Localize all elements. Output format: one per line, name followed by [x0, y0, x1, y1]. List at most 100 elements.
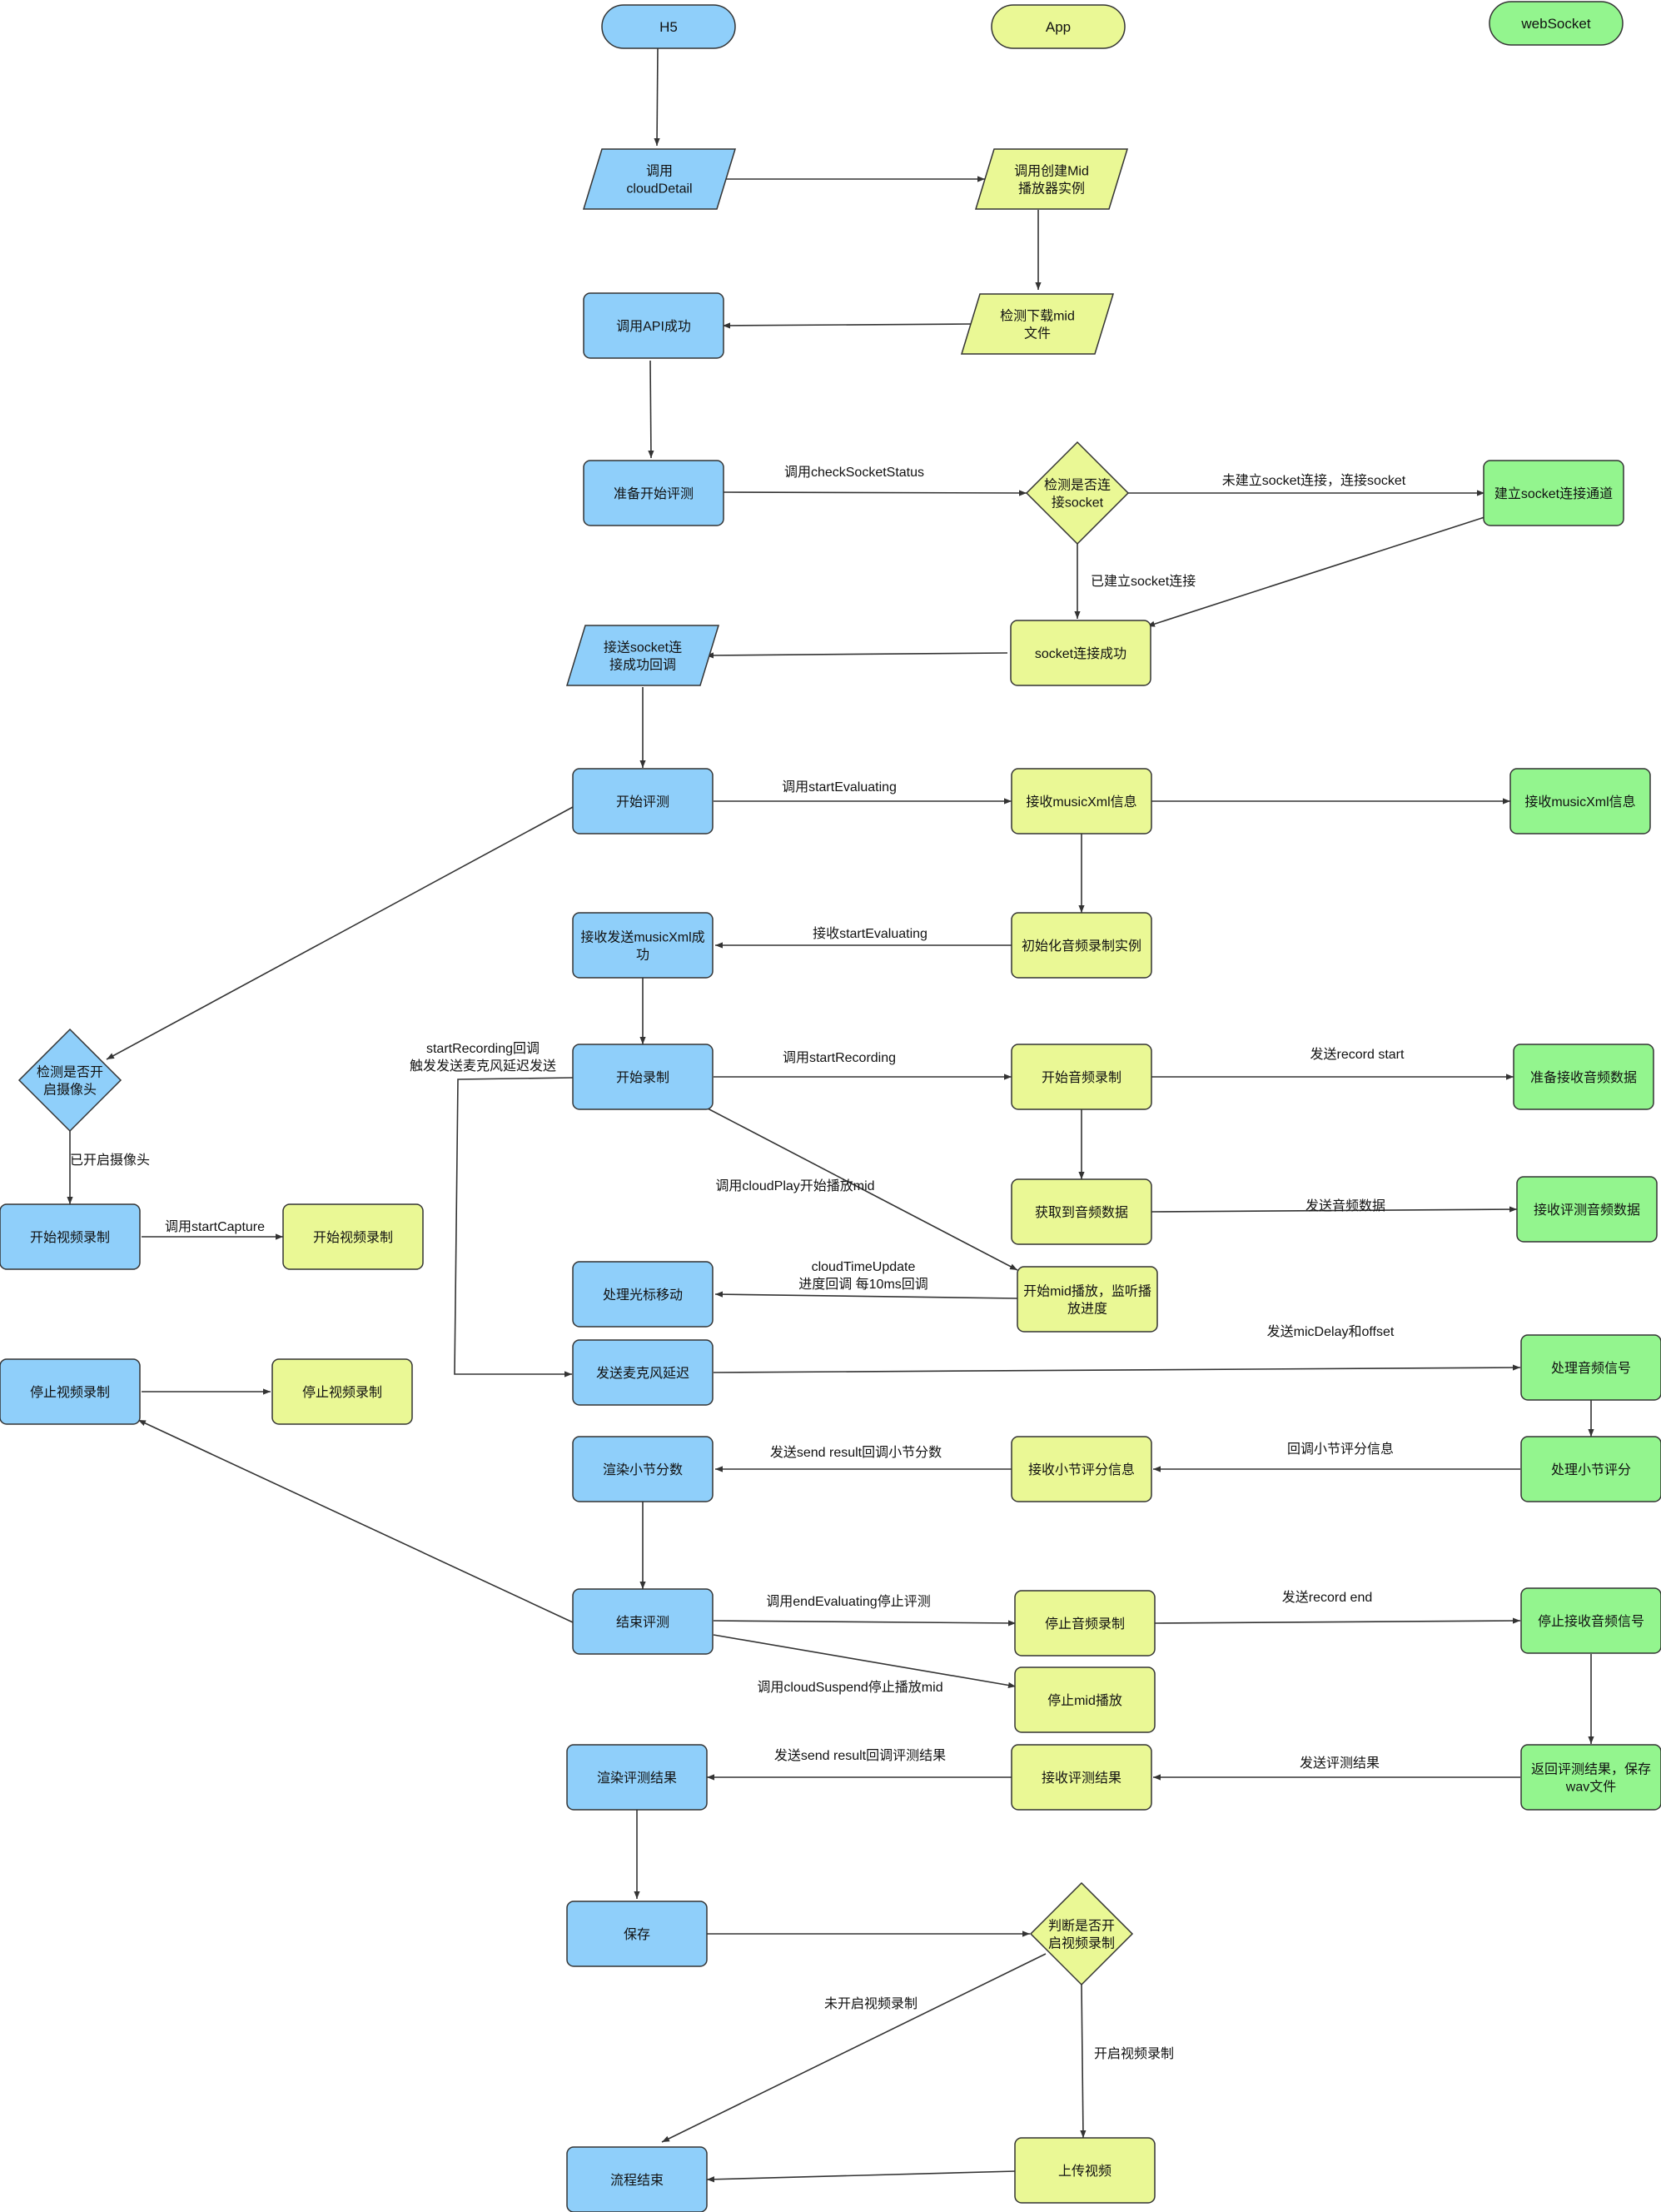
connector-lines: [67, 47, 1594, 2183]
node-label: 渲染小节分数: [603, 1462, 683, 1477]
node-send-mic-delay: 发送麦克风延迟: [572, 1339, 714, 1406]
node-label: 停止接收音频信号: [1538, 1614, 1644, 1629]
process-box: [1509, 768, 1651, 834]
lane-header-h5: H5: [601, 4, 736, 49]
node-label: 处理音频信号: [1551, 1361, 1631, 1376]
node-label: cloudDetail: [626, 182, 692, 197]
node-label: socket连接成功: [1035, 646, 1126, 661]
process-box: [566, 2146, 708, 2212]
node-label: 启视频录制: [1048, 1936, 1115, 1951]
node-label: 处理小节评分: [1551, 1462, 1631, 1477]
edge-label-text: 触发发送麦克风延迟发送: [410, 1059, 556, 1074]
node-label: wav文件: [1565, 1780, 1616, 1795]
edge-label-send-record-end: 发送record end: [1282, 1590, 1373, 1605]
edge-label-call-start-recording: 调用startRecording: [783, 1050, 896, 1065]
node-start-evaluation: 开始评测: [572, 768, 714, 834]
node-call-api-success: 调用API成功: [583, 292, 724, 359]
process-box: [1516, 1176, 1658, 1243]
node-label: 上传视频: [1058, 2164, 1111, 2179]
edge-label-send-mic-delay-offset: 发送micDelay和offset: [1267, 1324, 1395, 1339]
edge-label-text: 发送micDelay和offset: [1267, 1324, 1395, 1339]
io-parallelogram: [974, 148, 1129, 210]
lane-header-websocket: webSocket: [1489, 1, 1624, 46]
process-box: [566, 1744, 708, 1811]
lane-title-app: App: [1046, 19, 1071, 35]
process-box: [583, 292, 724, 359]
node-h5-start-video: 开始视频录制: [0, 1203, 141, 1270]
decision-diamond: [1029, 1881, 1134, 1986]
node-label: 接收评测结果: [1042, 1771, 1121, 1786]
node-label: 调用: [646, 164, 673, 179]
node-label: 放进度: [1067, 1302, 1107, 1317]
decision-diamond: [1025, 441, 1130, 546]
edge-check-video-to-flow-end: [661, 1953, 1047, 2143]
node-label: 文件: [1024, 326, 1051, 341]
node-label: 保存: [624, 1927, 650, 1942]
edge-label-socket-already-built: 已建立socket连接: [1091, 574, 1196, 589]
node-h5-stop-video: 停止视频录制: [0, 1358, 141, 1425]
node-app-stop-video: 停止视频录制: [271, 1358, 413, 1425]
lane-header-app: App: [991, 4, 1126, 49]
edge-labels: 调用checkSocketStatus 未建立socket连接，连接socket 已…: [70, 465, 1406, 2061]
node-app-receive-musicxml: 接收musicXml信息: [1011, 768, 1152, 834]
edge-label-receive-start-evaluating: 接收startEvaluating: [813, 926, 927, 941]
process-box: [1011, 1436, 1152, 1502]
process-box: [1011, 912, 1152, 979]
node-socket-connected: socket连接成功: [1010, 620, 1151, 686]
node-label: 检测是否连: [1044, 478, 1111, 493]
process-box: [572, 912, 714, 979]
edge-label-text: 发送record end: [1282, 1590, 1373, 1605]
edge-label-send-result-eval: 发送send result回调评测结果: [774, 1748, 946, 1763]
node-label: 接收musicXml信息: [1524, 795, 1635, 810]
edge-prepare-to-check-socket: [721, 490, 1027, 496]
node-get-audio-data: 获取到音频数据: [1011, 1178, 1152, 1245]
node-label: 流程结束: [610, 2173, 664, 2188]
edge-label-text: startRecording回调: [426, 1041, 540, 1056]
edge-label-text: 接收startEvaluating: [813, 926, 927, 941]
edge-label-text: 调用checkSocketStatus: [784, 465, 924, 480]
edge-label-socket-not-built: 未建立socket连接，连接socket: [1222, 473, 1406, 488]
edge-h5-to-cloud-detail: [654, 47, 660, 147]
edge-api-success-to-prepare: [648, 360, 654, 459]
process-box: [0, 1203, 141, 1270]
edge-label-call-cloud-suspend: 调用cloudSuspend停止播放mid: [757, 1680, 942, 1695]
lane-title-h5: H5: [659, 19, 678, 35]
node-label: 检测下载mid: [1000, 309, 1075, 324]
process-box: [583, 460, 724, 526]
io-parallelogram: [960, 293, 1115, 355]
edge-mic-delay-to-process-signal: [713, 1364, 1521, 1373]
edge-label-text: 已开启摄像头: [70, 1153, 150, 1168]
process-box: [1011, 1178, 1152, 1245]
node-label: 建立socket连接通道: [1494, 486, 1613, 501]
node-flow-end: 流程结束: [566, 2146, 708, 2212]
process-box: [572, 1588, 714, 1655]
node-handle-cursor: 处理光标移动: [572, 1261, 714, 1328]
process-box: [1520, 1436, 1661, 1502]
process-box: [1520, 1587, 1661, 1654]
edge-label-text: cloudTimeUpdate: [812, 1260, 916, 1274]
node-label: 停止视频录制: [302, 1385, 382, 1400]
process-box: [572, 1339, 714, 1406]
node-start-recording: 开始录制: [572, 1044, 714, 1110]
process-box: [1010, 620, 1151, 686]
node-process-section-score: 处理小节评分: [1520, 1436, 1661, 1502]
node-prepare-receive-audio: 准备接收音频数据: [1513, 1044, 1654, 1110]
edge-label-send-audio-data: 发送音频数据: [1305, 1198, 1385, 1213]
node-label: 停止音频录制: [1045, 1617, 1125, 1632]
edge-label-camera-opened: 已开启摄像头: [70, 1153, 150, 1168]
process-box: [1017, 1266, 1158, 1333]
node-stop-receive-audio: 停止接收音频信号: [1520, 1587, 1661, 1654]
edge-label-text: 开启视频录制: [1094, 2046, 1174, 2061]
edge-label-call-end-evaluating: 调用endEvaluating停止评测: [766, 1594, 930, 1609]
node-label: 获取到音频数据: [1035, 1205, 1128, 1220]
edge-label-call-check-socket-status: 调用checkSocketStatus: [784, 465, 924, 480]
edge-upload-to-flow-end: [706, 2170, 1017, 2183]
process-box: [1483, 460, 1624, 526]
node-check-download-mid: 检测下载mid 文件: [960, 293, 1115, 355]
edge-stop-audio-to-stop-receive: [1154, 1617, 1521, 1624]
node-label: 功: [636, 948, 649, 963]
edge-mid-play-to-handle-cursor: [714, 1291, 1018, 1299]
